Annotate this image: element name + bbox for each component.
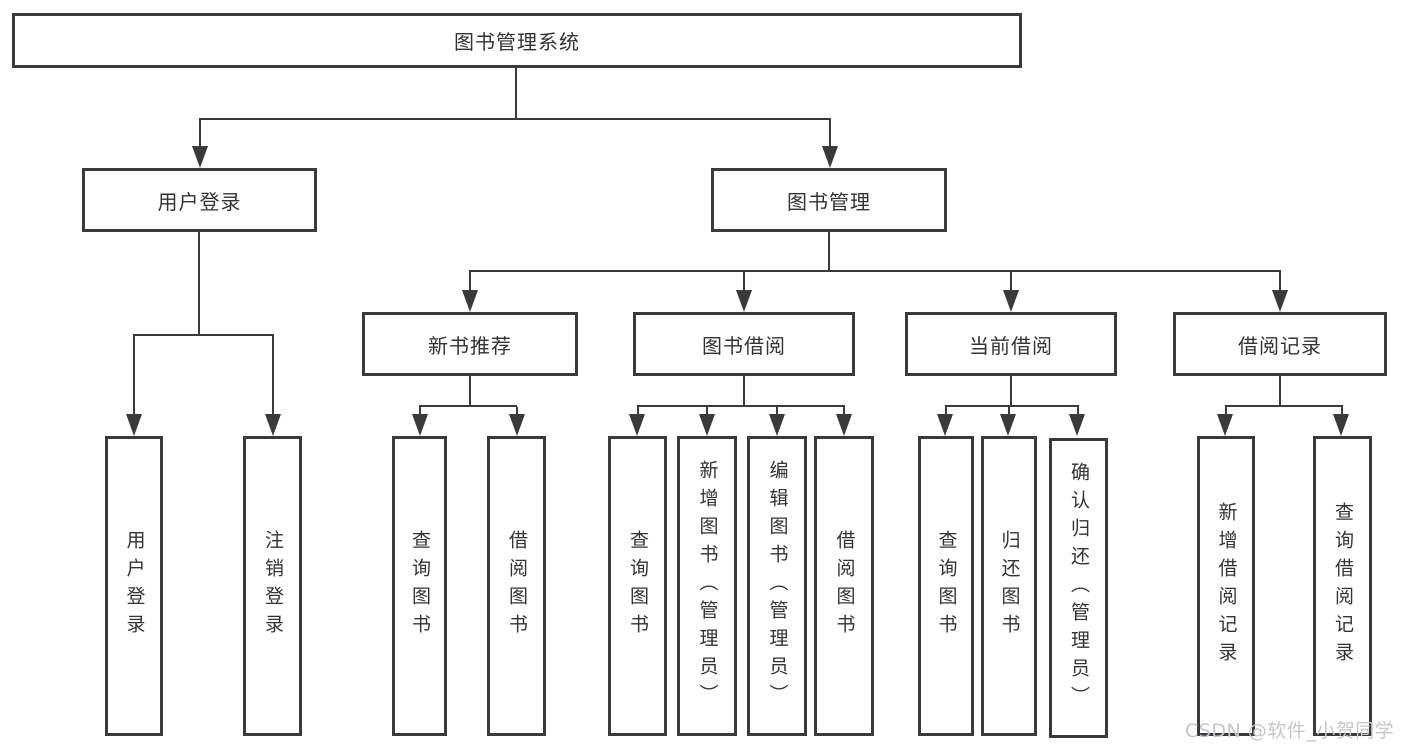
arrow-down-icon (265, 414, 281, 436)
connector-l3-stem (1279, 272, 1281, 292)
connector-book-mgmt-stem (829, 120, 831, 148)
arrow-down-icon (1003, 290, 1019, 312)
node-library-system-label: 图书管理系统 (454, 30, 580, 54)
arrow-down-icon (126, 414, 142, 436)
connector-leaf-stem (419, 407, 421, 417)
node-borrowing-records: 借阅记录 (1173, 312, 1387, 376)
node-leaf-edit-books-admin: 编辑图书（管理员） (747, 436, 807, 736)
arrow-down-icon (192, 146, 208, 168)
node-leaf-query-books-nbr: 查询图书 (392, 436, 447, 736)
node-leaf-query-books-nbr-label: 查询图书 (409, 530, 431, 642)
connector-leaf-stem (843, 407, 845, 417)
arrow-down-icon (629, 414, 645, 436)
arrow-down-icon (937, 414, 953, 436)
connector-br-down (1279, 376, 1281, 407)
node-leaf-edit-books-admin-label: 编辑图书（管理员） (766, 460, 789, 712)
node-new-book-recommend-label: 新书推荐 (428, 333, 512, 358)
connector-l3-stem (743, 272, 745, 292)
arrow-down-icon (1333, 414, 1349, 436)
arrow-down-icon (462, 290, 478, 312)
connector-root-stem (515, 68, 517, 120)
connector-bb-branch (637, 405, 845, 407)
node-current-borrowing-label: 当前借阅 (969, 333, 1053, 358)
arrow-down-icon (699, 414, 715, 436)
connector-leaf-stem (1008, 407, 1010, 417)
node-library-system: 图书管理系统 (12, 13, 1022, 68)
node-user-login-label: 用户登录 (157, 189, 242, 214)
arrow-down-icon (1217, 414, 1233, 436)
connector-level3-branch (469, 270, 1281, 272)
node-leaf-confirm-return-admin-label: 确认归还（管理员） (1068, 462, 1090, 714)
node-leaf-add-books-admin-label: 新增图书（管理员） (696, 460, 719, 712)
node-leaf-query-borrow-record: 查询借阅记录 (1313, 436, 1372, 736)
arrow-down-icon (736, 290, 752, 312)
node-leaf-logout-label: 注销登录 (262, 530, 284, 642)
node-leaf-query-books-cb: 查询图书 (918, 436, 974, 736)
node-leaf-add-borrow-record: 新增借阅记录 (1197, 436, 1255, 736)
connector-nbr-down (469, 376, 471, 407)
node-leaf-borrow-books-nbr-label: 借阅图书 (506, 530, 528, 642)
arrow-down-icon (769, 414, 785, 436)
node-leaf-query-borrow-record-label: 查询借阅记录 (1332, 502, 1354, 670)
csdn-watermark: CSDN @软件_小贺同学 (1185, 720, 1395, 742)
node-leaf-borrow-books-bb-label: 借阅图书 (833, 530, 856, 642)
node-book-management-label: 图书管理 (787, 189, 871, 214)
arrow-down-icon (509, 414, 525, 436)
connector-leaf-stem (776, 407, 778, 417)
connector-cb-down (1010, 376, 1012, 407)
node-leaf-borrow-books-nbr: 借阅图书 (487, 436, 546, 736)
node-leaf-user-login-label: 用户登录 (123, 530, 146, 642)
connector-l3-stem (469, 272, 471, 292)
node-leaf-logout: 注销登录 (243, 436, 302, 736)
node-user-login: 用户登录 (82, 168, 317, 232)
connector-leaf-stem (1077, 407, 1079, 417)
node-leaf-borrow-books-bb: 借阅图书 (814, 436, 874, 736)
connector-user-login-stem (199, 120, 201, 148)
node-leaf-add-books-admin: 新增图书（管理员） (677, 436, 737, 736)
connector-leaf-stem (133, 336, 135, 416)
node-leaf-user-login: 用户登录 (105, 436, 163, 736)
node-borrowing-records-label: 借阅记录 (1238, 333, 1322, 358)
connector-user-login-branch (133, 334, 274, 336)
node-leaf-query-books-cb-label: 查询图书 (935, 530, 958, 642)
connector-leaf-stem (516, 407, 518, 417)
node-leaf-query-books-bb: 查询图书 (608, 436, 667, 736)
node-book-borrowing: 图书借阅 (633, 312, 855, 376)
connector-leaf-stem (945, 407, 947, 417)
connector-l3-stem (1010, 272, 1012, 292)
node-current-borrowing: 当前借阅 (905, 312, 1117, 376)
connector-leaf-stem (706, 407, 708, 417)
arrow-down-icon (412, 414, 428, 436)
connector-book-mgmt-down (828, 232, 830, 272)
node-new-book-recommend: 新书推荐 (362, 312, 578, 376)
node-book-borrowing-label: 图书借阅 (702, 333, 786, 358)
arrow-down-icon (1069, 414, 1085, 436)
connector-br-branch (1225, 405, 1343, 407)
node-leaf-add-borrow-record-label: 新增借阅记录 (1215, 502, 1238, 670)
arrow-down-icon (836, 414, 852, 436)
connector-nbr-branch (419, 405, 517, 407)
arrow-down-icon (1272, 290, 1288, 312)
node-book-management: 图书管理 (711, 168, 947, 232)
connector-bb-down (743, 376, 745, 407)
node-leaf-return-books-label: 归还图书 (998, 530, 1021, 642)
connector-leaf-stem (272, 336, 274, 416)
arrow-down-icon (822, 146, 838, 168)
connector-level2-branch (199, 118, 831, 120)
connector-leaf-stem (1341, 407, 1343, 417)
node-leaf-query-books-bb-label: 查询图书 (627, 530, 649, 642)
connector-cb-branch (945, 405, 1079, 407)
arrow-down-icon (1000, 414, 1016, 436)
connector-leaf-stem (1225, 407, 1227, 417)
connector-user-login-down (198, 232, 200, 336)
connector-leaf-stem (637, 407, 639, 417)
node-leaf-confirm-return-admin: 确认归还（管理员） (1049, 438, 1108, 738)
node-leaf-return-books: 归还图书 (981, 436, 1037, 736)
